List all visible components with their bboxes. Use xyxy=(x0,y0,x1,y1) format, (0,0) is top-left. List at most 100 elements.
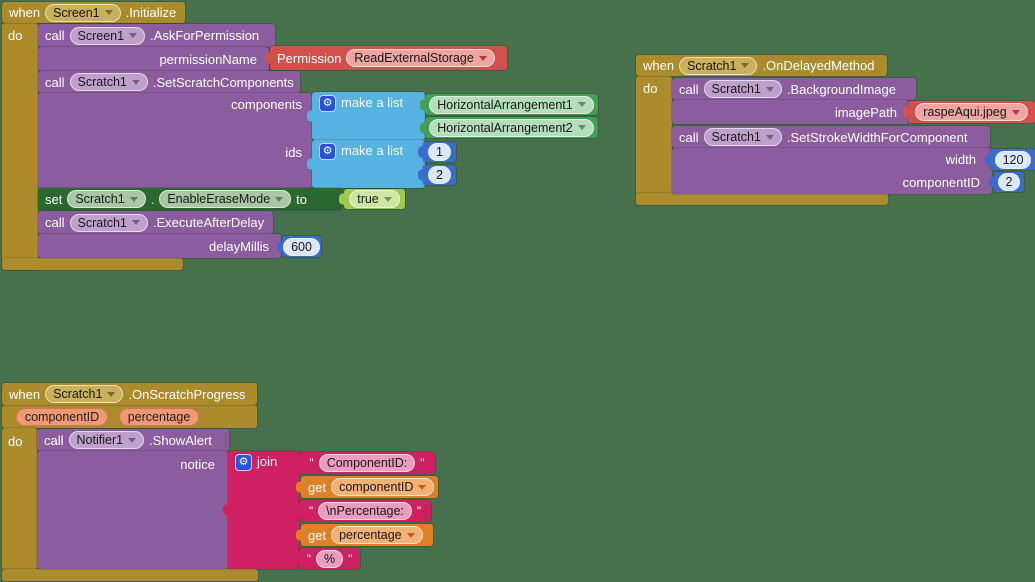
permission-helper-block[interactable]: Permission ReadExternalStorage xyxy=(270,46,507,70)
event-block-bottom[interactable] xyxy=(636,193,888,205)
call-executeafterdelay-block[interactable]: call Scratch1 .ExecuteAfterDelay xyxy=(38,211,273,234)
open-quote: " xyxy=(308,503,314,518)
call-label: call xyxy=(45,74,65,90)
event-block-body[interactable] xyxy=(2,428,37,570)
join-block[interactable]: ⚙ join xyxy=(228,451,299,569)
call-body[interactable] xyxy=(38,93,312,189)
get-variable-block[interactable]: get percentage xyxy=(301,524,433,546)
logic-dropdown-value: true xyxy=(357,192,379,206)
method-name: .SetStrokeWidthForComponent xyxy=(786,129,968,145)
get-variable-block[interactable]: get componentID xyxy=(301,476,438,498)
when-screen1-initialize-block[interactable]: when Screen1 .Initialize xyxy=(2,2,185,23)
dropdown-caret-icon xyxy=(418,484,427,490)
get-label: get xyxy=(308,479,327,495)
param-row[interactable]: permissionName xyxy=(38,47,269,71)
param-row[interactable]: imagePath xyxy=(672,100,909,124)
call-setscratchcomponents-block[interactable]: call Scratch1 .SetScratchComponents xyxy=(38,71,300,93)
call-showalert-block[interactable]: call Notifier1 .ShowAlert xyxy=(37,429,229,451)
logic-dropdown[interactable]: true xyxy=(349,190,400,208)
component-dropdown[interactable]: Screen1 xyxy=(45,3,121,22)
variable-dropdown-value: componentID xyxy=(339,480,414,494)
event-block-body[interactable] xyxy=(2,23,38,270)
when-scratch1-onscratchprogress-block[interactable]: when Scratch1 .OnScratchProgress xyxy=(2,383,257,405)
text-field[interactable]: % xyxy=(315,549,344,568)
number-field[interactable]: 2 xyxy=(428,166,451,184)
number-block[interactable]: 2 xyxy=(423,165,456,185)
number-block[interactable]: 600 xyxy=(282,236,321,257)
event-param-pill[interactable]: componentID xyxy=(16,408,108,426)
set-enableerasemode-block[interactable]: set Scratch1 . EnableEraseMode to xyxy=(38,188,342,210)
event-param-pill[interactable]: percentage xyxy=(119,408,199,426)
number-field[interactable]: 120 xyxy=(994,150,1032,169)
text-string-block[interactable]: " \nPercentage: " xyxy=(299,500,431,521)
param-row[interactable]: delayMillis xyxy=(38,234,281,258)
param-label: componentID xyxy=(902,175,980,190)
dropdown-caret-icon xyxy=(275,196,284,202)
component-dropdown[interactable]: Scratch1 xyxy=(67,190,146,208)
event-block-body[interactable] xyxy=(636,76,672,196)
make-a-list-block[interactable]: ⚙ make a list xyxy=(312,92,425,140)
component-dropdown[interactable]: Notifier1 xyxy=(68,431,145,449)
dropdown-caret-icon xyxy=(478,55,487,61)
call-body[interactable] xyxy=(37,451,228,569)
component-dropdown[interactable]: Scratch1 xyxy=(45,385,124,403)
logic-true-block[interactable]: true xyxy=(344,189,405,209)
asset-dropdown[interactable]: raspeAqui.jpeg xyxy=(915,103,1028,121)
variable-dropdown[interactable]: percentage xyxy=(331,526,423,544)
when-label: when xyxy=(9,5,41,20)
component-dropdown-value: Screen1 xyxy=(77,28,125,43)
method-name: .AskForPermission xyxy=(150,28,260,43)
component-dropdown-value: Scratch1 xyxy=(711,82,761,96)
component-dropdown[interactable]: HorizontalArrangement2 xyxy=(429,118,594,137)
text-field[interactable]: \nPercentage: xyxy=(318,501,412,520)
variable-dropdown[interactable]: componentID xyxy=(331,478,435,496)
param-label: delayMillis xyxy=(209,238,269,254)
text-field[interactable]: ComponentID: xyxy=(318,454,416,472)
component-dropdown[interactable]: Scratch1 xyxy=(69,73,148,91)
mutator-gear-icon[interactable]: ⚙ xyxy=(319,95,336,112)
method-name: .ShowAlert xyxy=(149,432,212,448)
text-string-block[interactable]: " ComponentID: " xyxy=(299,452,435,474)
number-field[interactable]: 1 xyxy=(428,143,451,161)
param-label: components xyxy=(231,97,302,112)
component-dropdown[interactable]: HorizontalArrangement1 xyxy=(429,95,594,114)
make-a-list-label: make a list xyxy=(341,95,404,110)
component-block[interactable]: HorizontalArrangement1 xyxy=(425,94,598,115)
call-backgroundimage-block[interactable]: call Scratch1 .BackgroundImage xyxy=(672,78,916,100)
component-dropdown[interactable]: Scratch1 xyxy=(679,56,758,75)
permission-dropdown[interactable]: ReadExternalStorage xyxy=(346,49,495,67)
param-label: width xyxy=(945,152,976,167)
mutator-gear-icon[interactable]: ⚙ xyxy=(319,143,336,160)
do-label: do xyxy=(8,434,23,449)
asset-helper-block[interactable]: raspeAqui.jpeg xyxy=(908,101,1035,123)
number-block[interactable]: 1 xyxy=(423,142,456,162)
text-string-block[interactable]: " % " xyxy=(299,548,360,569)
mutator-gear-icon[interactable]: ⚙ xyxy=(235,454,252,471)
component-dropdown[interactable]: Scratch1 xyxy=(703,80,782,98)
call-label: call xyxy=(45,215,65,230)
event-name: .OnScratchProgress xyxy=(128,386,246,402)
when-scratch1-ondelayedmethod-block[interactable]: when Scratch1 .OnDelayedMethod xyxy=(636,55,887,76)
call-body[interactable] xyxy=(672,148,992,194)
event-block-bottom[interactable] xyxy=(2,569,258,581)
dropdown-caret-icon xyxy=(107,391,116,397)
call-askforpermission-block[interactable]: call Screen1 .AskForPermission xyxy=(38,24,275,47)
number-block[interactable]: 120 xyxy=(990,149,1035,170)
component-dropdown[interactable]: Screen1 xyxy=(69,26,146,45)
dropdown-caret-icon xyxy=(383,196,392,202)
number-field[interactable]: 2 xyxy=(997,173,1021,191)
component-dropdown[interactable]: Scratch1 xyxy=(69,213,148,232)
property-dropdown[interactable]: EnableEraseMode xyxy=(159,190,292,208)
when-label: when xyxy=(9,386,41,402)
call-setstrokewidth-block[interactable]: call Scratch1 .SetStrokeWidthForComponen… xyxy=(672,126,990,148)
make-a-list-block[interactable]: ⚙ make a list xyxy=(312,140,425,188)
param-label: notice xyxy=(180,457,215,472)
event-block-bottom[interactable] xyxy=(2,258,183,270)
event-name: .Initialize xyxy=(125,5,177,20)
component-block[interactable]: HorizontalArrangement2 xyxy=(425,117,598,138)
number-field[interactable]: 600 xyxy=(283,237,320,256)
number-block[interactable]: 2 xyxy=(994,172,1024,192)
to-label: to xyxy=(296,191,308,207)
component-dropdown[interactable]: Scratch1 xyxy=(703,128,782,146)
